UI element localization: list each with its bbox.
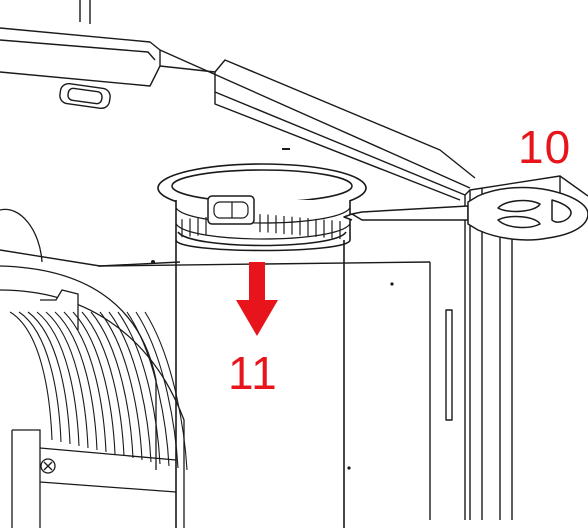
step-number-11: 11 (228, 347, 278, 399)
grille-rib (108, 311, 152, 463)
grille-rib (81, 311, 125, 457)
screwdriver-icon (343, 186, 588, 241)
grille-rib (18, 311, 62, 443)
grille-rib (36, 311, 80, 447)
grille-rib (99, 311, 143, 461)
grille-rib (72, 311, 116, 455)
grille-rib (90, 311, 134, 459)
grille-rib (54, 311, 98, 451)
grille-rib (135, 311, 179, 469)
grille-rib (27, 311, 71, 445)
grille-rib (9, 311, 53, 441)
grille-rib (126, 311, 170, 467)
grille-rib (63, 311, 107, 453)
panel-slot (59, 82, 111, 110)
hose-clamp (175, 195, 351, 240)
fan-grille (0, 208, 188, 528)
duct-pipe (157, 163, 367, 528)
arrow-down-icon (236, 262, 278, 336)
step-number-10: 10 (518, 121, 572, 173)
grille-rib (45, 311, 89, 449)
rivet-marks (151, 148, 394, 470)
grille-rib (117, 311, 161, 465)
grille-rib (144, 311, 188, 471)
